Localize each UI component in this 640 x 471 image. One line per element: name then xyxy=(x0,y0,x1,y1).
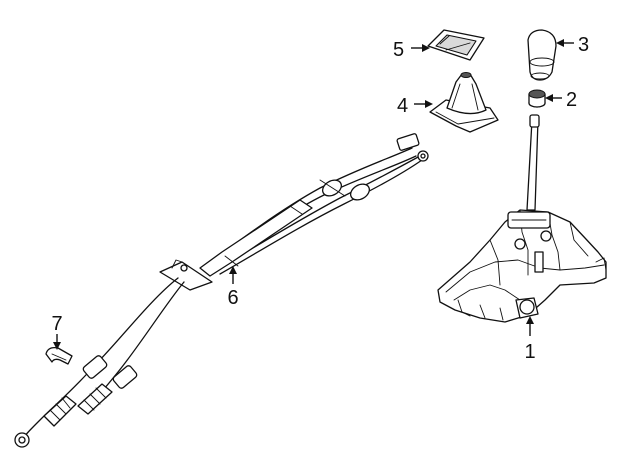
retaining-clip xyxy=(45,346,73,365)
callout-3: 3 xyxy=(556,34,589,56)
shift-lever xyxy=(526,114,540,211)
callout-label-7: 7 xyxy=(51,313,62,335)
callout-2: 2 xyxy=(545,89,577,111)
callout-label-1: 1 xyxy=(524,341,535,363)
callout-label-5: 5 xyxy=(393,39,404,61)
shifter-housing xyxy=(437,209,607,323)
bushing xyxy=(528,89,546,108)
callout-5: 5 xyxy=(393,39,430,61)
callout-7: 7 xyxy=(51,313,63,350)
callout-6: 6 xyxy=(227,266,239,309)
callout-1: 1 xyxy=(524,316,536,363)
callout-label-3: 3 xyxy=(578,34,589,56)
shift-bezel xyxy=(427,29,485,61)
callout-4: 4 xyxy=(397,95,433,117)
shift-cables xyxy=(14,133,429,448)
callout-label-4: 4 xyxy=(397,95,408,117)
callout-label-6: 6 xyxy=(227,287,238,309)
callout-label-2: 2 xyxy=(566,89,577,111)
shift-knob xyxy=(527,29,557,81)
shift-boot xyxy=(429,72,499,133)
